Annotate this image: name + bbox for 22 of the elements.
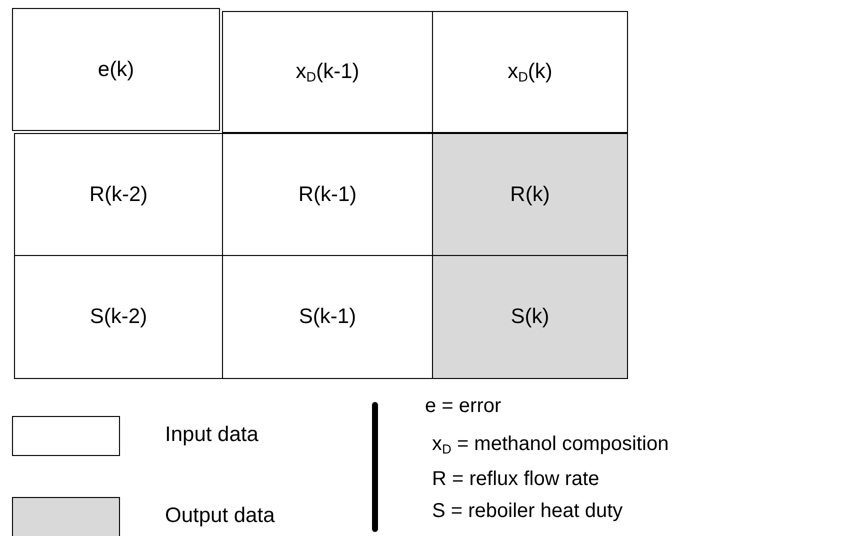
- table-cell: [222, 11, 433, 133]
- variable-label: S(k-1): [298, 305, 356, 329]
- table-cell: [432, 133, 628, 256]
- variable-label: S(k-2): [90, 305, 148, 329]
- variable-label: R(k-1): [298, 182, 357, 206]
- table-cell: [14, 255, 223, 379]
- definition-text: R = reflux flow rate: [432, 468, 600, 491]
- variable-label: S(k): [510, 305, 550, 329]
- variable-label: x$_{D}$(k-1): [296, 60, 360, 84]
- definition-text: x$_{D}$ = methanol composition: [432, 433, 669, 456]
- definition-text: e = error: [425, 395, 502, 418]
- legend-label: Input data: [165, 423, 258, 447]
- variable-label: R(k-2): [89, 182, 148, 206]
- table-cell: [12, 8, 220, 131]
- variable-label: R(k): [510, 182, 550, 206]
- variable-label: x$_{D}$(k): [508, 60, 552, 84]
- variable-label: e(k): [98, 58, 134, 82]
- table-cell: [432, 11, 628, 133]
- table-cell: [432, 255, 628, 379]
- legend-label: Output data: [165, 504, 275, 528]
- table-cell: [14, 133, 223, 256]
- definition-text: S = reboiler heat duty: [432, 500, 623, 523]
